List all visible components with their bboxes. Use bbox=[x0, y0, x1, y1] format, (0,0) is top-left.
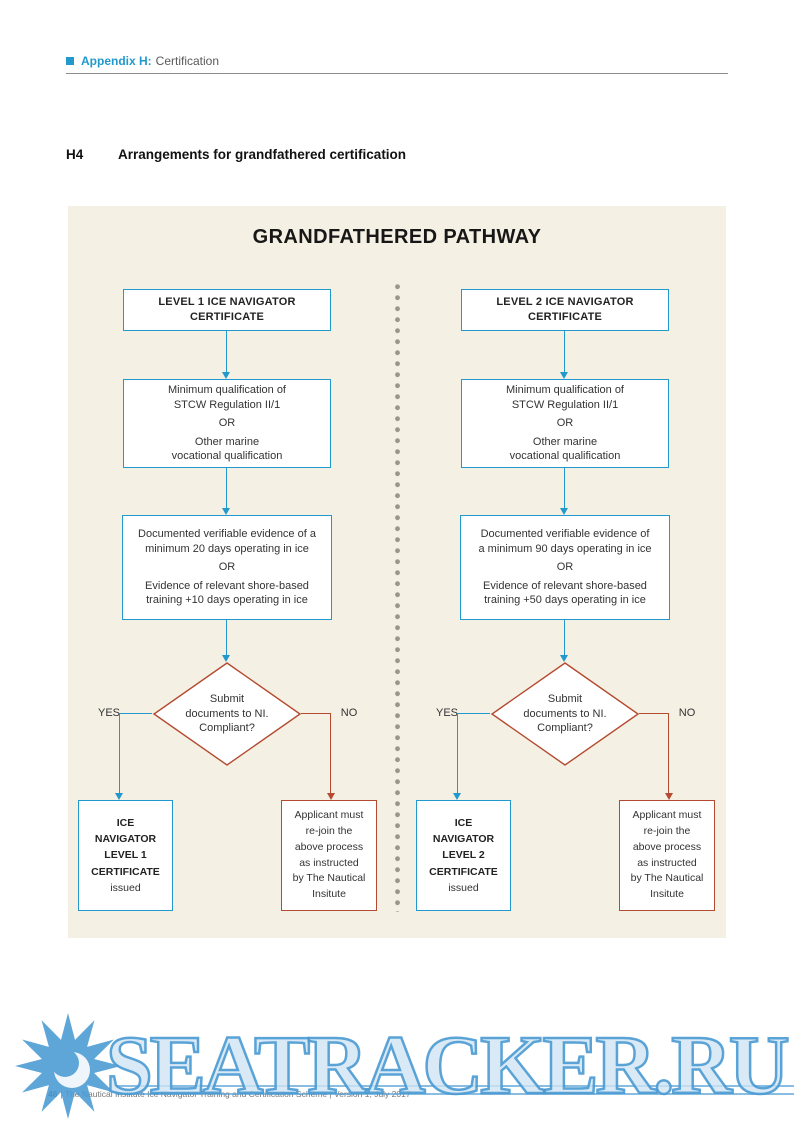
appendix-title: Certification bbox=[155, 54, 220, 68]
qualification-or-label: OR bbox=[218, 417, 236, 430]
level2-certificate-title-box: LEVEL 2 ICE NAVIGATOR CERTIFICATE bbox=[461, 289, 669, 331]
level2-decision-diamond: Submit documents to NI. Compliant? bbox=[490, 662, 640, 766]
arrow-down-icon bbox=[222, 331, 231, 379]
section-title: Arrangements for grandfathered certifica… bbox=[118, 147, 407, 162]
dotted-column-divider bbox=[395, 284, 400, 912]
watermark-text: SEATRACKER.RU bbox=[105, 1018, 791, 1114]
yes-branch-arrow-icon bbox=[453, 713, 490, 800]
level2-evidence-box: Documented verifiable evidence of a mini… bbox=[460, 515, 670, 620]
qualification-text-top: Minimum qualification of STCW Regulation… bbox=[168, 384, 286, 411]
no-label: NO bbox=[340, 707, 358, 719]
diamond-shape-icon bbox=[152, 662, 302, 766]
qualification-text-bottom: Other marine vocational qualification bbox=[509, 435, 621, 463]
seatracker-watermark: SEATRACKER.RU bbox=[0, 1013, 794, 1123]
flow-column-level2: LEVEL 2 ICE NAVIGATOR CERTIFICATE Minimu… bbox=[406, 206, 735, 938]
qualification-text-top: Minimum qualification of STCW Regulation… bbox=[506, 384, 624, 411]
grandfathered-pathway-diagram: GRANDFATHERED PATHWAY LEVEL 1 ICE NAVIGA… bbox=[68, 206, 726, 938]
decision-text: Submit documents to NI. Compliant? bbox=[185, 693, 269, 735]
arrow-down-icon bbox=[222, 468, 231, 515]
appendix-label: Appendix H: bbox=[81, 54, 152, 68]
arrow-down-icon bbox=[560, 468, 569, 515]
no-branch-arrow-icon bbox=[301, 713, 335, 800]
page-header: Appendix H: Certification bbox=[66, 54, 728, 68]
level2-qualification-box: Minimum qualification of STCW Regulation… bbox=[461, 379, 669, 468]
certificate-issued-bold-text: ICE NAVIGATOR LEVEL 2 CERTIFICATE bbox=[429, 816, 498, 878]
yes-label: YES bbox=[97, 707, 120, 719]
evidence-text-top: Documented verifiable evidence of a mini… bbox=[138, 528, 316, 555]
yes-branch-arrow-icon bbox=[115, 713, 152, 800]
watermark-line bbox=[116, 1085, 794, 1087]
level2-rejoin-process-box: Applicant must re-join the above process… bbox=[619, 800, 715, 911]
header-divider-rule bbox=[66, 73, 728, 74]
arrow-down-icon bbox=[560, 331, 569, 379]
evidence-or-label: OR bbox=[218, 561, 236, 574]
evidence-text-top: Documented verifiable evidence of a mini… bbox=[478, 528, 652, 555]
no-branch-arrow-icon bbox=[639, 713, 673, 800]
arrow-down-icon bbox=[222, 620, 231, 662]
arrow-down-icon bbox=[560, 620, 569, 662]
no-label: NO bbox=[678, 707, 696, 719]
evidence-text-bottom: Evidence of relevant shore-based trainin… bbox=[145, 579, 309, 607]
header-square-bullet-icon bbox=[66, 57, 74, 65]
flow-column-level1: LEVEL 1 ICE NAVIGATOR CERTIFICATE Minimu… bbox=[68, 206, 397, 938]
footer-text: | The Nautical Institute Ice Navigator T… bbox=[60, 1089, 411, 1099]
diagram-title: GRANDFATHERED PATHWAY bbox=[252, 226, 542, 248]
evidence-or-label: OR bbox=[556, 561, 574, 574]
certificate-issued-bold-text: ICE NAVIGATOR LEVEL 1 CERTIFICATE bbox=[91, 816, 160, 878]
qualification-text-bottom: Other marine vocational qualification bbox=[171, 435, 283, 463]
yes-label: YES bbox=[435, 707, 458, 719]
qualification-or-label: OR bbox=[556, 417, 574, 430]
level1-evidence-box: Documented verifiable evidence of a mini… bbox=[122, 515, 332, 620]
level1-qualification-box: Minimum qualification of STCW Regulation… bbox=[123, 379, 331, 468]
section-number: H4 bbox=[66, 147, 84, 162]
page-number: 46 bbox=[48, 1089, 58, 1099]
certificate-issued-normal-text: issued bbox=[110, 881, 141, 894]
section-heading: H4 Arrangements for grandfathered certifi… bbox=[66, 147, 406, 162]
level1-rejoin-process-box: Applicant must re-join the above process… bbox=[281, 800, 377, 911]
evidence-text-bottom: Evidence of relevant shore-based trainin… bbox=[483, 579, 647, 607]
certificate-issued-normal-text: issued bbox=[448, 881, 479, 894]
decision-text: Submit documents to NI. Compliant? bbox=[523, 693, 607, 735]
level1-certificate-issued-box: ICE NAVIGATOR LEVEL 1 CERTIFICATE issued bbox=[78, 800, 173, 911]
page-footer: 46| The Nautical Institute Ice Navigator… bbox=[48, 1089, 411, 1099]
level1-decision-diamond: Submit documents to NI. Compliant? bbox=[152, 662, 302, 766]
sun-logo-icon bbox=[15, 1013, 121, 1119]
level1-certificate-title-box: LEVEL 1 ICE NAVIGATOR CERTIFICATE bbox=[123, 289, 331, 331]
level2-certificate-issued-box: ICE NAVIGATOR LEVEL 2 CERTIFICATE issued bbox=[416, 800, 511, 911]
diamond-shape-icon bbox=[490, 662, 640, 766]
